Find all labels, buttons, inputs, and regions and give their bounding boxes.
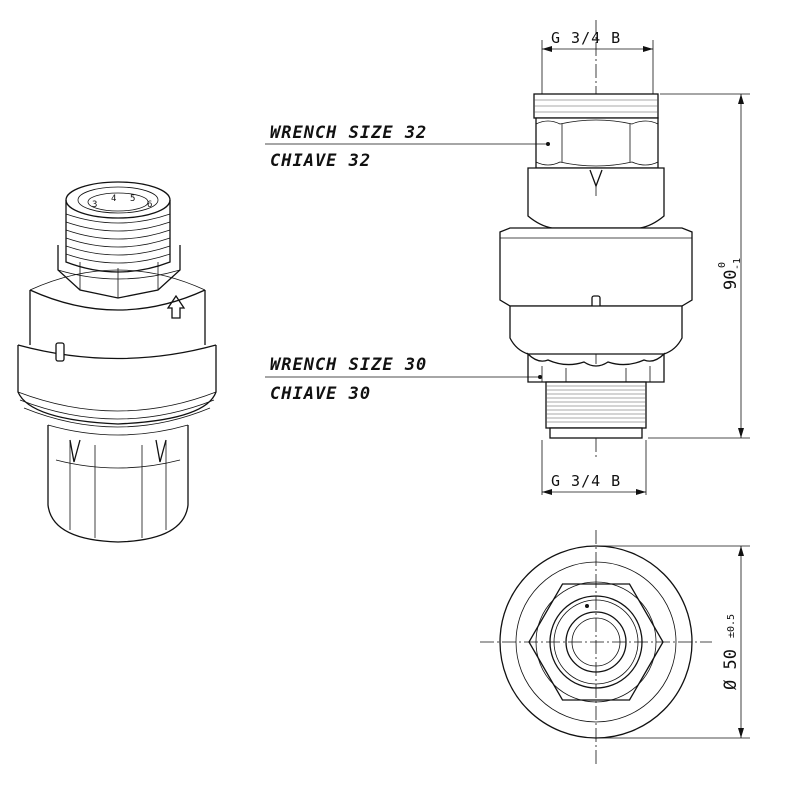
plan-index-dot bbox=[585, 604, 589, 608]
elevation-view: G 3/4 B bbox=[265, 20, 750, 495]
plan-view: Ø 50 ±0.5 bbox=[480, 530, 750, 765]
plan-hex-nut bbox=[528, 583, 664, 701]
dial-mark-5: 5 bbox=[130, 194, 135, 204]
elevation-hex-32 bbox=[535, 117, 659, 169]
elevation-top-cap bbox=[533, 93, 659, 119]
elevation-lower-body bbox=[509, 305, 683, 355]
iso-body-ring bbox=[17, 344, 217, 428]
plan-thread-circle bbox=[549, 595, 643, 689]
diameter-value: Ø 50 bbox=[721, 649, 741, 690]
dimension-height: 90 0 -1 bbox=[648, 93, 750, 439]
iso-threaded-inlet bbox=[65, 181, 171, 273]
isometric-view: 3 4 5 6 bbox=[17, 181, 217, 543]
dimension-thread-top: G 3/4 B bbox=[541, 29, 654, 95]
elevation-nut-30 bbox=[527, 352, 665, 383]
height-tol-upper: 0 bbox=[717, 262, 728, 268]
plan-bore-circle bbox=[565, 611, 627, 673]
elevation-bottom-thread bbox=[545, 381, 647, 439]
wrench-30-it-label: CHIAVE 30 bbox=[270, 384, 371, 404]
thread-bottom-label: G 3/4 B bbox=[551, 472, 621, 490]
elevation-main-body bbox=[499, 227, 693, 319]
thread-top-label: G 3/4 B bbox=[551, 29, 621, 47]
height-value: 90 bbox=[721, 270, 741, 290]
plan-bore-inner bbox=[571, 617, 621, 667]
plan-inner-ring bbox=[535, 581, 657, 703]
wrench-32-en-label: WRENCH SIZE 32 bbox=[270, 123, 427, 143]
height-tol-lower: -1 bbox=[732, 258, 743, 270]
dial-mark-6: 6 bbox=[147, 200, 152, 210]
dimension-thread-bottom: G 3/4 B bbox=[541, 440, 647, 495]
iso-bottom-outlet bbox=[47, 424, 189, 543]
iso-body-upper bbox=[29, 269, 206, 362]
callout-wrench-30: WRENCH SIZE 30 CHIAVE 30 bbox=[265, 355, 542, 404]
dial-mark-3: 3 bbox=[92, 200, 97, 210]
iso-dial-marks: 3 4 5 6 bbox=[92, 194, 152, 210]
dial-mark-4: 4 bbox=[111, 194, 116, 204]
wrench-30-en-label: WRENCH SIZE 30 bbox=[270, 355, 427, 375]
diameter-tolerance: ±0.5 bbox=[726, 614, 737, 638]
elevation-upper-shoulder bbox=[527, 167, 665, 229]
dimension-diameter: Ø 50 ±0.5 bbox=[596, 545, 750, 739]
callout-wrench-32: WRENCH SIZE 32 CHIAVE 32 bbox=[265, 123, 550, 171]
plan-thread-root bbox=[553, 599, 639, 685]
plan-ring-circle bbox=[515, 561, 677, 723]
wrench-32-it-label: CHIAVE 32 bbox=[270, 151, 371, 171]
